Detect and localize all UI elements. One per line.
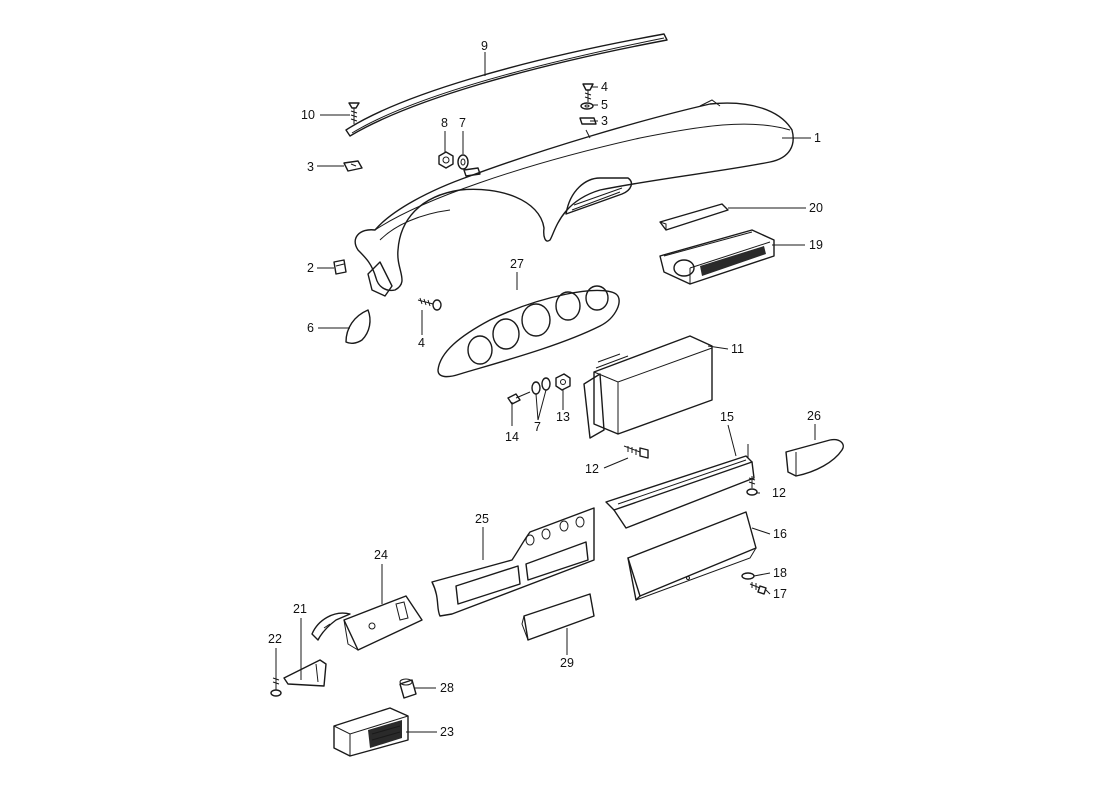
left-fasteners bbox=[343, 102, 363, 172]
part-19-vent bbox=[659, 229, 775, 285]
callout-10: 10 bbox=[301, 108, 315, 122]
callout-3: 3 bbox=[601, 114, 608, 128]
top-fasteners bbox=[579, 83, 597, 139]
part-11-housing bbox=[583, 335, 713, 439]
callout-23: 23 bbox=[440, 725, 454, 739]
part-29-insert bbox=[521, 593, 595, 641]
callout-26: 26 bbox=[807, 409, 821, 423]
part-9-trim-strip bbox=[345, 33, 668, 137]
callout-22: 22 bbox=[268, 632, 282, 646]
callout-5: 5 bbox=[601, 98, 608, 112]
part-23-air-vent bbox=[333, 707, 409, 757]
callout-14: 14 bbox=[505, 430, 519, 444]
part-15-glovebox-lid bbox=[605, 444, 755, 529]
part-8-7-nut-washer bbox=[438, 151, 481, 177]
part-2-clip bbox=[333, 259, 347, 275]
callout-4: 4 bbox=[601, 80, 608, 94]
callout-25: 25 bbox=[475, 512, 489, 526]
part-1-dashboard-shell bbox=[354, 99, 794, 297]
part-25-lower-panel bbox=[431, 507, 595, 617]
callout-27: 27 bbox=[510, 257, 524, 271]
part-22-bracket bbox=[270, 659, 327, 697]
screw-12-lower bbox=[623, 445, 649, 459]
callout-16: 16 bbox=[773, 527, 787, 541]
part-24-left-panel bbox=[343, 595, 423, 651]
callout-6: 6 bbox=[307, 321, 314, 335]
callout-9: 9 bbox=[481, 39, 488, 53]
callout-20: 20 bbox=[809, 201, 823, 215]
callout-28: 28 bbox=[440, 681, 454, 695]
callout-7: 7 bbox=[534, 420, 541, 434]
part-21-side-trim bbox=[311, 612, 351, 641]
callout-21: 21 bbox=[293, 602, 307, 616]
fasteners-18-17 bbox=[741, 572, 767, 595]
callout-29: 29 bbox=[560, 656, 574, 670]
callout-labels: 1 2 3 3 4 4 5 6 7 7 8 9 10 11 12 12 13 1… bbox=[268, 39, 823, 739]
screw-4-left bbox=[417, 297, 442, 311]
callout-18: 18 bbox=[773, 566, 787, 580]
screw-12-right bbox=[746, 476, 758, 496]
leader-lines bbox=[275, 52, 816, 733]
callout-1: 1 bbox=[814, 131, 821, 145]
callout-12: 12 bbox=[772, 486, 786, 500]
callout-19: 19 bbox=[809, 238, 823, 252]
callout-2: 2 bbox=[307, 261, 314, 275]
callout-13: 13 bbox=[556, 410, 570, 424]
callout-24: 24 bbox=[374, 548, 388, 562]
callout-15: 15 bbox=[720, 410, 734, 424]
part-16-glovebox-tray bbox=[627, 511, 757, 601]
callout-17: 17 bbox=[773, 587, 787, 601]
callout-7: 7 bbox=[459, 116, 466, 130]
callout-12: 12 bbox=[585, 462, 599, 476]
fasteners-14-7-13 bbox=[507, 373, 571, 405]
callout-8: 8 bbox=[441, 116, 448, 130]
callout-4: 4 bbox=[418, 336, 425, 350]
part-6-side-cover bbox=[345, 309, 371, 345]
part-27-instrument-bezel bbox=[437, 285, 620, 378]
part-26-side-trim bbox=[785, 438, 844, 477]
part-20-strip bbox=[659, 203, 729, 231]
part-28-plug bbox=[399, 678, 417, 699]
callout-3: 3 bbox=[307, 160, 314, 174]
callout-11: 11 bbox=[731, 342, 744, 356]
